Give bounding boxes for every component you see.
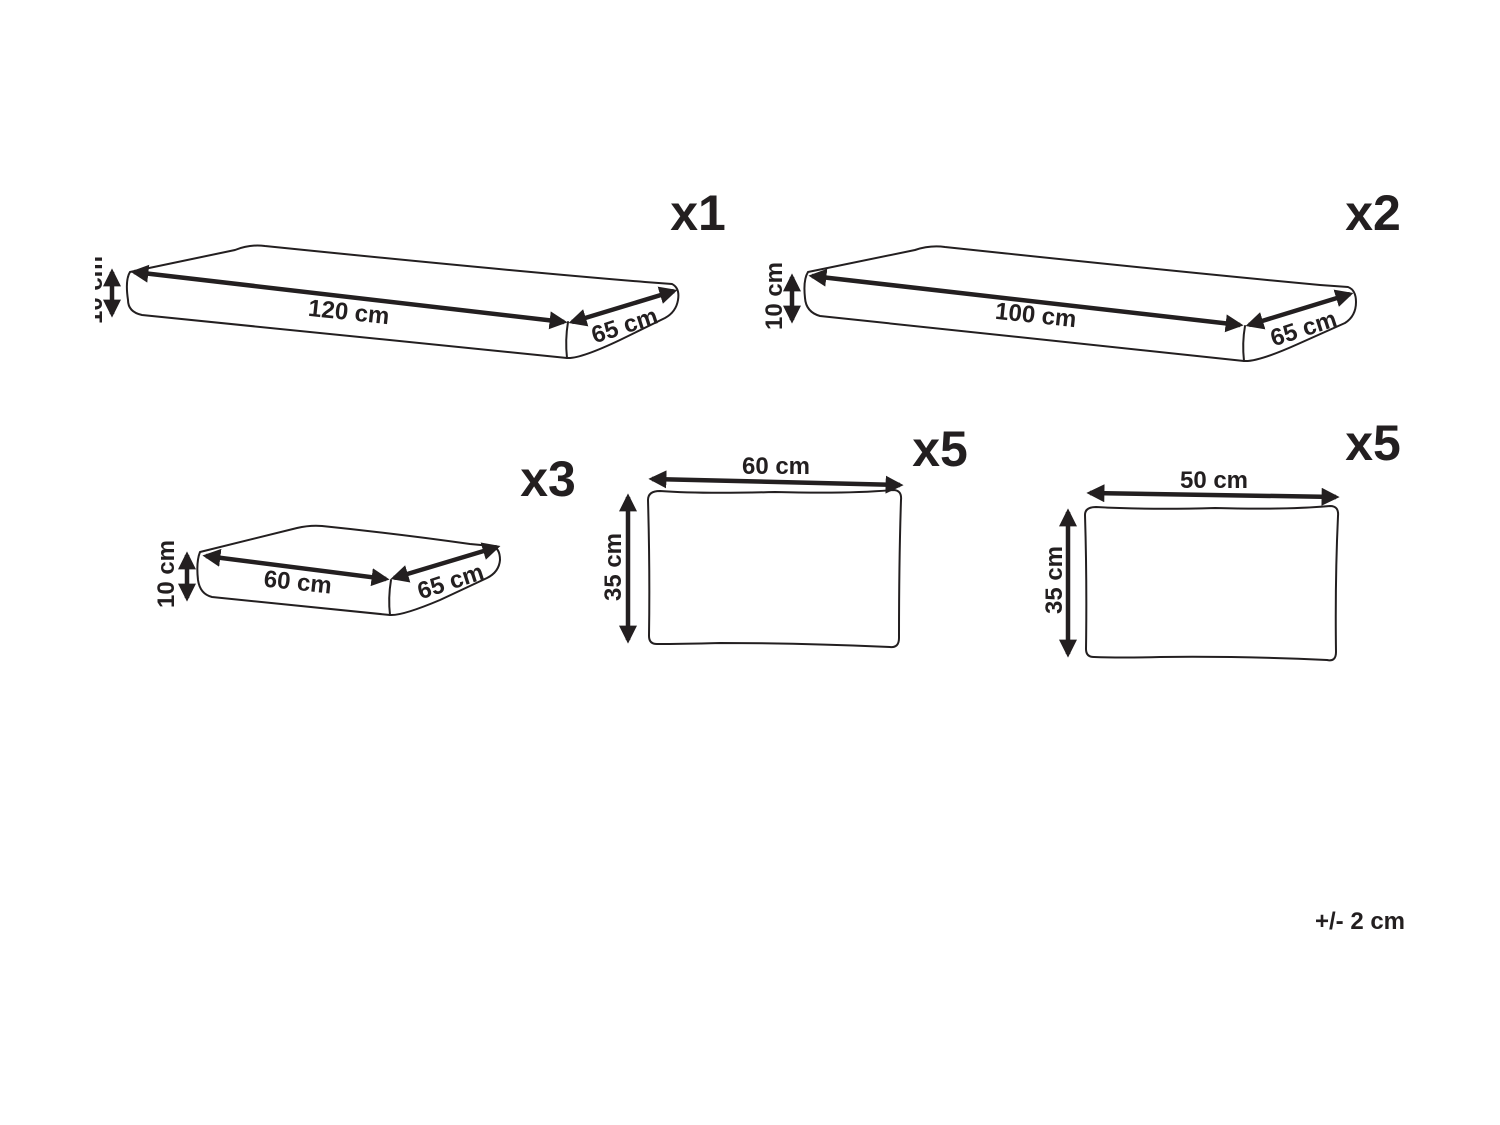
- cushion-3-depth-label: 65 cm: [414, 559, 487, 606]
- cushion-2-depth-arrow: [1245, 289, 1354, 330]
- cushion-3-height-label: 10 cm: [153, 540, 180, 608]
- cushion-2-outline: [803, 245, 1357, 363]
- pillow-2-width-label: 50 cm: [1180, 467, 1248, 494]
- pillow-1-width-label: 60 cm: [742, 453, 810, 480]
- cushion-1-height-label: 10 cm: [81, 256, 108, 324]
- cushion-3-length-label: 60 cm: [263, 566, 334, 600]
- cushion-2-side-edge: [1242, 325, 1246, 362]
- seat-cushion-120: 120 cm 65 cm 10 cm x1: [81, 185, 726, 360]
- cushion-3-quantity: x3: [520, 451, 576, 507]
- back-pillow-60: 60 cm 35 cm x5: [600, 421, 968, 649]
- back-pillow-50: 50 cm 35 cm x5: [1041, 415, 1401, 662]
- pillow-2-height-label: 35 cm: [1041, 546, 1068, 614]
- cushion-2-length-arrow: [808, 268, 1244, 333]
- cushion-2-quantity: x2: [1345, 185, 1401, 241]
- pillow-1-height-label: 35 cm: [600, 533, 627, 601]
- cushion-3-depth-arrow: [390, 542, 501, 583]
- cushion-2-depth-label: 65 cm: [1267, 306, 1340, 353]
- cushion-3-side-edge: [388, 579, 392, 616]
- seat-cushion-100: 100 cm 65 cm 10 cm x2: [761, 185, 1401, 363]
- cushion-1-depth-label: 65 cm: [588, 303, 661, 350]
- cushion-3-length-arrow: [202, 548, 390, 587]
- pillow-2-outline: [1084, 505, 1340, 662]
- pillow-1-quantity: x5: [912, 421, 968, 477]
- pillow-2-width-arrow: [1086, 484, 1340, 506]
- cushion-1-side-edge: [565, 321, 569, 359]
- pillow-1-outline: [647, 489, 903, 649]
- seat-cushion-60: 60 cm 65 cm 10 cm x3: [153, 451, 576, 617]
- cushion-1-depth-arrow: [568, 286, 678, 327]
- pillow-1-width-arrow: [648, 470, 904, 494]
- pillow-2-quantity: x5: [1345, 415, 1401, 471]
- cushion-1-length-arrow: [130, 264, 568, 330]
- cushion-1-quantity: x1: [670, 185, 726, 241]
- cushion-2-height-label: 10 cm: [761, 262, 788, 330]
- tolerance-note: +/- 2 cm: [1315, 908, 1405, 935]
